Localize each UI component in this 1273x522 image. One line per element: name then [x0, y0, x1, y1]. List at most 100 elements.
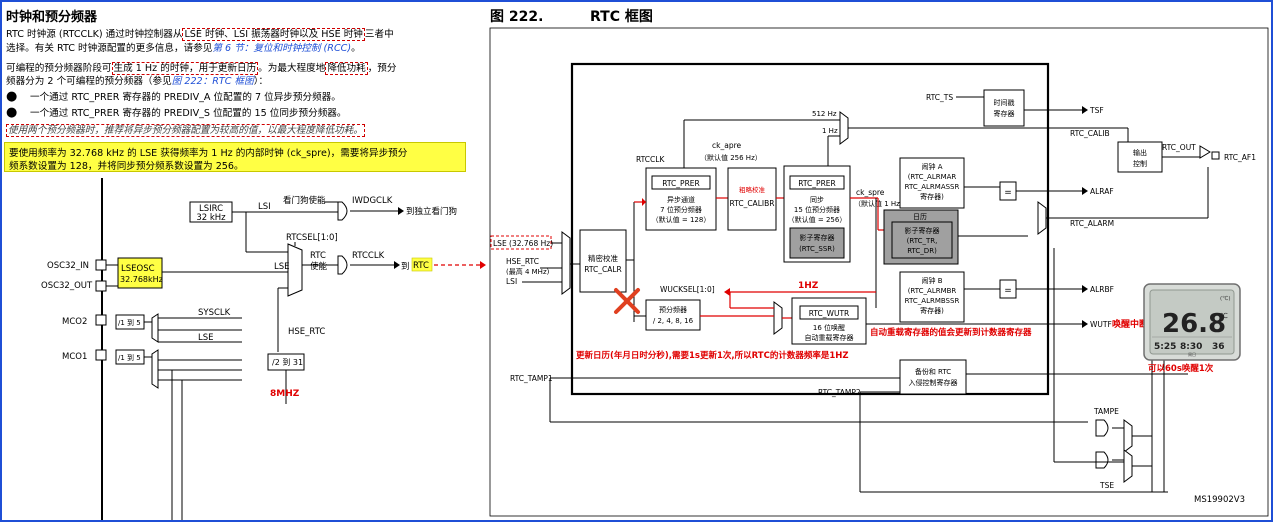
wakeup-prescaler-box [645, 299, 701, 331]
lcd-unit-top: (℃) [1220, 295, 1230, 302]
out-ctrl-label-1: 输出 [1133, 148, 1147, 157]
to-iwdg-label: 到独立看门狗 [406, 206, 457, 217]
para2-text-3: ）： [253, 76, 269, 87]
prer-s-label-2: 15 位预分频器 [794, 205, 840, 214]
calendar-update-annotation: 更新日历(年月日时分秒),需要1s更新1次,所以RTC的计数器频率是1HZ [576, 350, 849, 361]
lseosc-box [117, 257, 163, 289]
hse-rtc-label: HSE_RTC [288, 327, 325, 337]
mhz8-annotation: 8MHZ [270, 389, 300, 399]
lse-label: LSE [274, 262, 290, 272]
tsf-label: TSF [1089, 106, 1104, 115]
alarm-b-label-4: 寄存器) [920, 306, 944, 315]
alrbf-arrow [1082, 285, 1088, 293]
para2-text-2: 频器分为 2 个可编程的预分频器（参见 [6, 76, 172, 87]
wutr-reg-label: RTC_WUTR [809, 309, 850, 318]
mco2-mux [151, 313, 159, 343]
figure-number: 图 222. [490, 9, 544, 25]
lsirc-freq: 32 kHz [196, 213, 226, 223]
alarm-b-label-3: RTC_ALRMBSSR [905, 297, 960, 305]
rtcsel-label: RTCSEL[1:0] [286, 233, 338, 243]
calib-mux [839, 111, 849, 145]
prer-a-label-2: 7 位预分频器 [660, 205, 702, 214]
lcd-temperature: 26.8 [1162, 309, 1226, 339]
rtc-calr-box [579, 229, 627, 293]
prer-a-label-1: 异步通道 [667, 195, 695, 204]
backup-tamper-box [899, 359, 967, 395]
wucksel-label: WUCKSEL[1:0] [660, 285, 715, 294]
hse-rtc-input-label: HSE_RTC [506, 257, 539, 266]
alarm-a-box [899, 157, 965, 209]
to-rtc-box-label: RTC [413, 261, 429, 271]
rtcclk-label: RTCCLK [352, 251, 385, 261]
para1-text-tail: 三者中 [364, 29, 394, 40]
wakeup-60s-annotation: 可以60s唤醒1次 [1148, 363, 1214, 374]
para2-text: 可编程的预分频器阶段可 [6, 63, 112, 74]
wutf-label: WUTF [1090, 320, 1112, 329]
wakeup-mux [773, 301, 783, 335]
tse-label: TSE [1099, 481, 1114, 490]
para1-line2: 选择。有关 RTC 时钟源配置的更多信息，请参见第 6 节：复位和时钟控制 (R… [6, 42, 361, 55]
shadow-tr-label-1: 影子寄存器 [905, 226, 940, 235]
para2-text-tail: ，预分 [367, 63, 397, 74]
backup-label-2: 入侵控制寄存器 [909, 378, 958, 387]
alarm-b-eq: = [1004, 286, 1012, 296]
rtc-block-diagram: LSE (32.768 Hz) HSE_RTC (最高 4 MHz) LSI 精… [489, 27, 1269, 517]
calr-label-2: RTC_CALR [584, 265, 622, 274]
hse-max-label: (最高 4 MHz) [506, 267, 550, 276]
to-rtc-highlight [411, 257, 433, 272]
alarm-a-label-2: (RTC_ALRMAR [908, 173, 957, 181]
shadow-ssr-box [789, 227, 845, 259]
shadow-ssr-label-2: (RTC_SSR) [799, 245, 835, 253]
para2-text-mid: 。为最大程度地 [258, 63, 326, 74]
bullet-item-2: 一个通过 RTC_PRER 寄存器的 PREDIV_S 位配置的 15 位同步预… [30, 108, 347, 119]
rtc-tamp2-label: RTC_TAMP2 [818, 388, 861, 397]
autoreload-annotation: 自动重载寄存器的值会更新到计数器寄存器 [870, 327, 1032, 338]
mco1-pin [95, 349, 107, 361]
lse-input-label: LSE (32.768 Hz) [493, 239, 553, 248]
mco1-label: MCO1 [62, 352, 87, 362]
para2-line1: 可编程的预分频器阶段可生成 1 Hz 的时钟，用于更新日历。为最大程度地降低功耗… [6, 62, 396, 75]
ck-spre-default: （默认值 1 Hz） [854, 199, 907, 208]
output-control-box [1117, 141, 1163, 173]
prer-s-label-1: 同步 [810, 196, 824, 204]
alarm-a-label-3: RTC_ALRMASSR [905, 183, 960, 191]
backup-label-1: 备份和 RTC [915, 367, 951, 376]
rtc-out-label: RTC_OUT [1162, 143, 1196, 152]
to-rtc-label: 到 [401, 262, 410, 272]
shadow-ssr-label-1: 影子寄存器 [800, 233, 835, 242]
figure-222-link[interactable]: 图 222：RTC 框图 [171, 76, 254, 87]
mco1-div-label: /1 到 5 [118, 354, 141, 362]
alraf-arrow [1082, 187, 1088, 195]
mco2-pin [95, 314, 107, 326]
div31-label: /2 到 31 [272, 358, 303, 367]
out-ctrl-label-2: 控制 [1133, 159, 1147, 168]
hz1-label: 1 Hz [822, 127, 838, 135]
rtc-enable-label-1: RTC [310, 251, 326, 261]
osc32-out-pin [95, 280, 107, 292]
clock-tree-diagram: LSIRC 32 kHz LSI 看门狗使能 IWDGCLK 到独立看门狗 RT… [41, 178, 486, 520]
prer-s-label-3: （默认值 = 256） [788, 215, 847, 224]
prescaler-note-highlight: 使用两个预分频器时，推荐将异步预分频器配置为较高的值，以最大程度降低功耗。 [6, 124, 365, 137]
lcd-date: 5:25 [1154, 342, 1176, 352]
ck-apre-label: ck_apre [712, 141, 741, 150]
lcd-screen [1149, 289, 1235, 355]
mco2-label: MCO2 [62, 317, 87, 327]
disabled-path-x-b [614, 288, 640, 314]
osc32-in-label: OSC32_IN [47, 261, 89, 271]
rtc-calibr-box [727, 167, 777, 231]
prer-a-label-3: （默认值 = 128） [652, 215, 711, 224]
bullet-dot-2: ● [6, 105, 18, 120]
wutr-label-1: 16 位唤醒 [813, 323, 845, 332]
lsi-input-label: LSI [506, 277, 517, 286]
wu-pre-label-1: 预分频器 [659, 305, 687, 314]
para1-text: RTC 时钟源 (RTCCLK) 通过时钟控制器从 [6, 29, 183, 40]
rcc-section-link[interactable]: 第 6 节：复位和时钟控制 (RCC) [212, 43, 352, 54]
para1-text-2: 选择。有关 RTC 时钟源配置的更多信息，请参见 [6, 43, 213, 54]
figure-title: RTC 框图 [590, 9, 653, 25]
lcd-humidity: 36 [1212, 342, 1225, 352]
osc32-out-label: OSC32_OUT [41, 281, 93, 291]
wutf-arrow [1082, 320, 1088, 328]
timestamp-label-1: 时间戳 [994, 98, 1015, 107]
alraf-label: ALRAF [1090, 187, 1114, 196]
